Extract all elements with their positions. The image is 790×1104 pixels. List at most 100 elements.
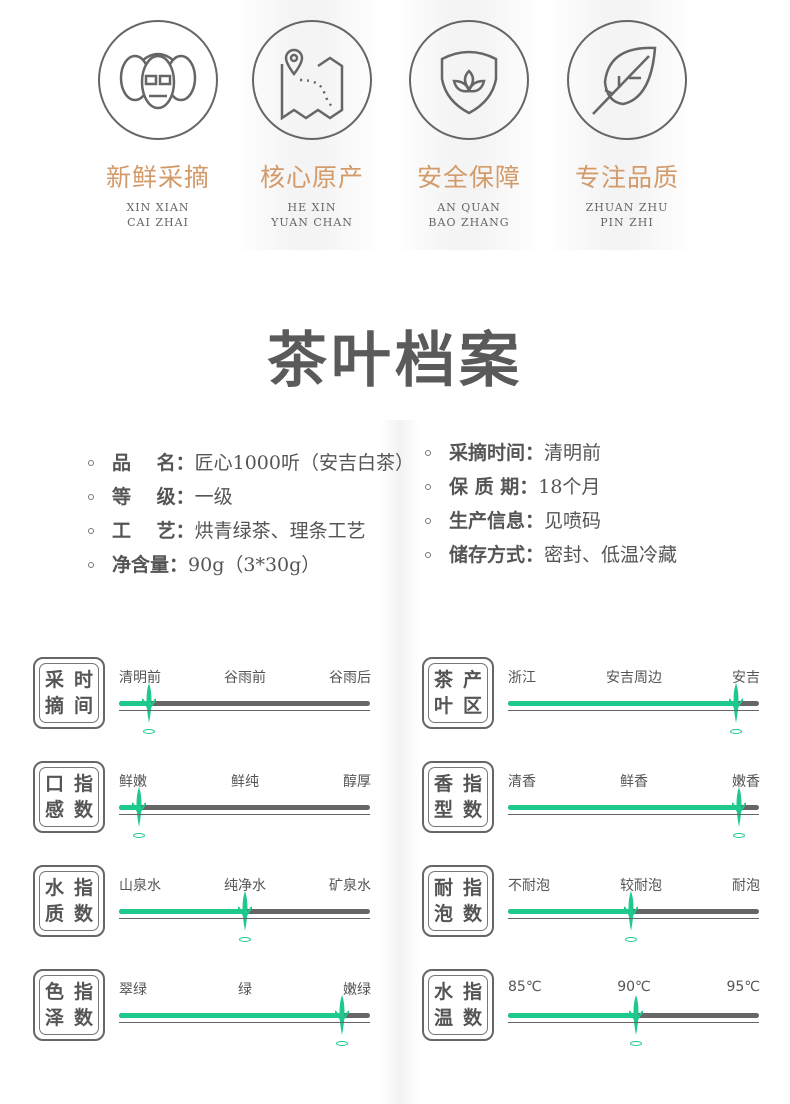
slider-track[interactable]	[119, 787, 370, 838]
rating-badge: 口感指数	[33, 761, 105, 833]
tea-leaf-marker-icon[interactable]	[141, 683, 157, 723]
slider-fill	[119, 909, 245, 914]
rating-badge-label: 水温指数	[428, 975, 488, 1035]
info-label: 品 名：	[112, 452, 195, 474]
scale-label: 翠绿	[119, 982, 147, 998]
track-underline	[119, 710, 370, 711]
marker-base-icon	[336, 1041, 349, 1046]
tea-leaf-marker-icon[interactable]	[623, 891, 639, 931]
rating-badge-label: 口感指数	[39, 767, 99, 827]
track-underline	[508, 710, 759, 711]
badge-line: 水质	[44, 877, 64, 925]
badge-line: 香型	[433, 773, 453, 821]
slider-fill	[119, 701, 150, 706]
rating-badge-label: 水质指数	[39, 871, 99, 931]
feature-subtitle: AN QUAN	[437, 201, 501, 214]
rating-badge: 耐泡指数	[422, 865, 494, 937]
scale-labels: 鲜嫩鲜纯醇厚	[119, 771, 371, 791]
track-underline	[119, 918, 370, 919]
tea-leaf-marker-icon[interactable]	[728, 683, 745, 723]
scale-labels: 山泉水纯净水矿泉水	[119, 875, 371, 895]
slider-fill	[119, 1013, 343, 1018]
tea-leaf-marker-icon[interactable]	[334, 995, 351, 1035]
scale-label: 嫩香	[732, 774, 760, 790]
bullet-icon	[88, 494, 94, 500]
scale-label: 鲜香	[620, 774, 648, 790]
scale-label: 不耐泡	[508, 878, 550, 894]
scale-labels: 浙江 安吉周边 安吉	[508, 667, 760, 687]
info-label: 保 质 期：	[449, 476, 539, 498]
slider-track[interactable]	[508, 891, 759, 942]
tea-leaf-marker-icon[interactable]	[236, 891, 253, 931]
map-pin-icon	[252, 20, 372, 140]
scale-labels: 清明前谷雨前谷雨后	[119, 667, 371, 687]
info-row: 等 级：一级	[88, 480, 414, 514]
info-value: 见喷码	[544, 510, 602, 532]
feature-title: 核心原产	[259, 163, 364, 192]
feature-title: 新鲜采摘	[105, 163, 210, 192]
scale-labels: 翠绿绿嫩绿	[119, 979, 371, 999]
scale-label: 安吉	[732, 670, 760, 686]
feature-subtitle: BAO ZHANG	[428, 216, 510, 229]
slider-track[interactable]	[119, 683, 370, 734]
scale-label: 山泉水	[119, 878, 161, 894]
rating-badge: 采摘时间	[33, 657, 105, 729]
divider-shade	[380, 420, 420, 1104]
info-value: 烘青绿茶、理条工艺	[194, 520, 366, 542]
info-label: 工 艺：	[112, 520, 195, 542]
bullet-icon	[88, 528, 94, 534]
slider-track[interactable]	[508, 995, 759, 1046]
feature-subtitle: YUAN CHAN	[271, 216, 353, 229]
info-value: 清明前	[544, 442, 602, 464]
badge-line: 水温	[433, 981, 453, 1029]
shield-leaf-icon	[409, 20, 529, 140]
scale-label: 安吉周边	[606, 670, 662, 686]
info-value: 匠心1000听（安吉白茶）	[194, 452, 414, 474]
feature-quality: 专注品质 ZHUAN ZHU PIN ZHI	[562, 20, 692, 230]
badge-line: 茶叶	[433, 669, 453, 717]
rating-badge-label: 色泽指数	[39, 975, 99, 1035]
rating-badge: 水温指数	[422, 969, 494, 1041]
marker-base-icon	[624, 937, 637, 942]
scale-labels: 不耐泡较耐泡耐泡	[508, 875, 760, 895]
people-icon	[98, 20, 218, 140]
scale-label: 矿泉水	[329, 878, 371, 894]
feature-core-origin: 核心原产 HE XIN YUAN CHAN	[247, 20, 377, 230]
scale-label: 谷雨后	[329, 670, 371, 686]
slider-track[interactable]	[508, 787, 759, 838]
rating-badge: 色泽指数	[33, 969, 105, 1041]
info-label: 净含量：	[112, 554, 189, 576]
slider-fill	[508, 701, 737, 706]
page-title: 茶叶档案	[267, 326, 523, 396]
badge-line: 指数	[73, 981, 93, 1029]
scale-label: 浙江	[508, 670, 536, 686]
badge-line: 指数	[462, 981, 482, 1029]
tea-leaf-marker-icon[interactable]	[131, 787, 147, 827]
slider-track[interactable]	[119, 891, 370, 942]
badge-line: 指数	[462, 877, 482, 925]
feature-subtitle: XIN XIAN	[126, 201, 190, 214]
scale-label: 清明前	[119, 670, 161, 686]
rating-slider: 采摘时间清明前谷雨前谷雨后	[33, 657, 393, 734]
scale-label: 90℃	[617, 979, 651, 995]
rating-slider: 耐泡指数不耐泡较耐泡耐泡	[422, 865, 782, 942]
info-value: 18个月	[538, 476, 601, 498]
scale-label: 鲜嫩	[119, 774, 147, 790]
rating-slider: 茶叶产区浙江安吉周边安吉	[422, 657, 782, 734]
scale-label: 85℃	[508, 979, 542, 995]
rating-badge-label: 耐泡指数	[428, 871, 488, 931]
slider-track[interactable]	[508, 683, 759, 734]
badge-line: 耐泡	[433, 877, 453, 925]
bullet-icon	[88, 460, 94, 466]
slider-track[interactable]	[119, 995, 370, 1046]
tea-leaf-marker-icon[interactable]	[731, 787, 747, 827]
info-row: 生产信息：见喷码	[425, 504, 677, 538]
bullet-icon	[425, 450, 431, 456]
badge-line: 口感	[44, 773, 64, 821]
rating-slider: 色泽指数翠绿绿嫩绿	[33, 969, 393, 1046]
rating-slider: 水质指数山泉水纯净水矿泉水	[33, 865, 393, 942]
tea-leaf-marker-icon[interactable]	[628, 995, 644, 1035]
marker-base-icon	[732, 833, 745, 838]
info-value: 密封、低温冷藏	[544, 544, 678, 566]
rating-badge: 香型指数	[422, 761, 494, 833]
